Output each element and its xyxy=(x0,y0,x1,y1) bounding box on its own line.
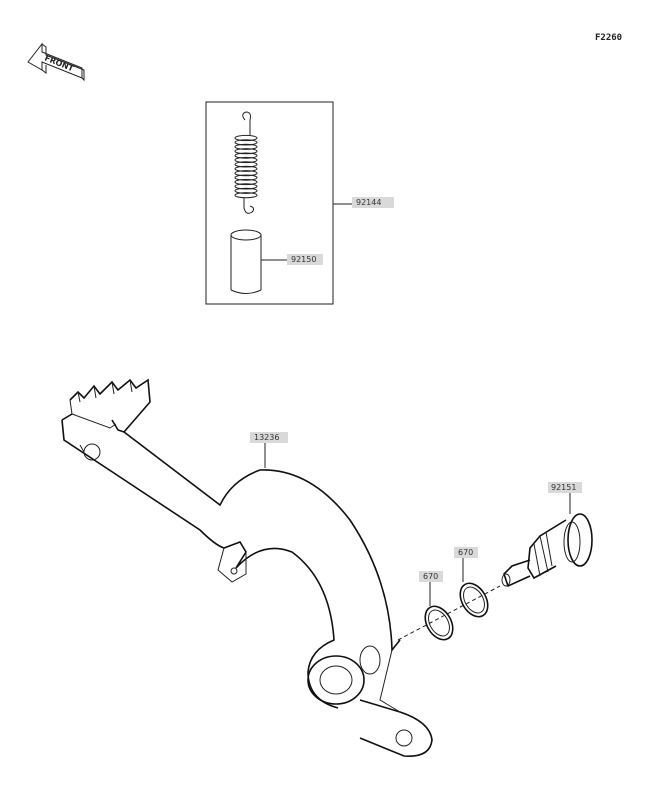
spring-coil xyxy=(234,192,258,199)
part-tag-92151[interactable]: 92151 xyxy=(548,482,582,493)
oring-right-icon xyxy=(459,582,489,618)
spring-coil xyxy=(234,165,258,172)
spring-coil xyxy=(234,170,258,177)
spring-coil xyxy=(234,178,258,186)
spring-coil xyxy=(234,134,258,142)
part-number-92150: 92150 xyxy=(291,255,316,264)
collar-icon xyxy=(230,229,262,294)
part-number-13236: 13236 xyxy=(254,433,279,442)
part-tag-92150[interactable]: 92150 xyxy=(287,254,323,265)
spring-coil xyxy=(234,156,258,164)
front-arrow-icon: FRONT xyxy=(27,42,85,82)
spring-coil xyxy=(234,174,258,181)
part-tag-13236[interactable]: 13236 xyxy=(250,432,288,443)
spring-coil xyxy=(234,143,258,150)
part-tag-92144[interactable]: 92144 xyxy=(352,197,394,208)
oring-left-icon xyxy=(424,605,454,641)
pivot-shaft-icon xyxy=(501,513,593,588)
part-number-92151: 92151 xyxy=(551,483,576,492)
part-tag-670-right[interactable]: 670 xyxy=(454,547,478,558)
part-number-670-left: 670 xyxy=(423,572,438,581)
front-label: FRONT xyxy=(43,54,75,74)
part-number-670-right: 670 xyxy=(458,548,473,557)
diagram-code: F2260 xyxy=(595,33,622,43)
spring-kit-box xyxy=(205,101,334,305)
spring-icon xyxy=(234,111,258,214)
spring-coil xyxy=(234,161,258,168)
spring-coil xyxy=(234,139,258,146)
brake-pedal-icon xyxy=(61,378,433,757)
spring-coil xyxy=(234,148,258,155)
part-number-92144: 92144 xyxy=(356,198,381,207)
spring-coil xyxy=(234,183,258,190)
spring-coil xyxy=(234,187,258,194)
spring-coil xyxy=(234,152,258,159)
part-tag-670-left[interactable]: 670 xyxy=(419,571,443,582)
